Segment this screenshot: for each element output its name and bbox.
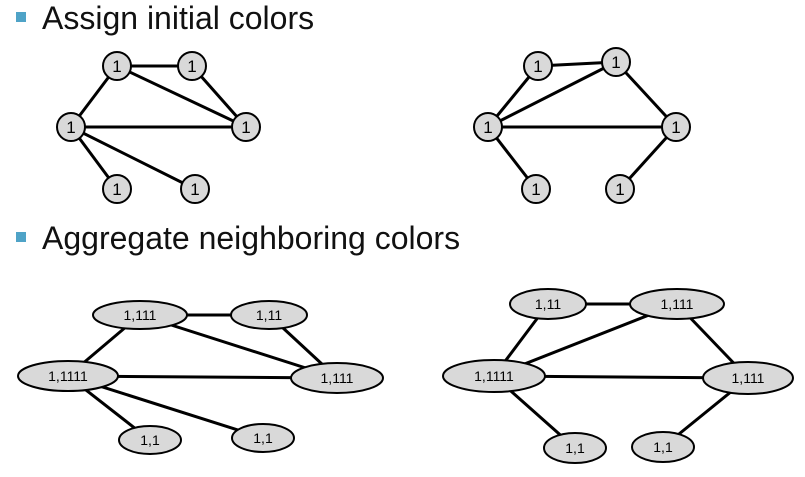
node-label: 1	[483, 118, 492, 137]
node-label: 1,111	[321, 370, 354, 386]
graph-node: 1,1	[631, 431, 695, 463]
bullet-aggregate	[16, 232, 26, 242]
graph-node: 1,11	[509, 288, 587, 320]
nodes-initial-left: 1 1 1 1 1 1	[56, 51, 261, 204]
heading-aggregate-neighboring-colors: Aggregate neighboring colors	[42, 220, 461, 256]
graph-node: 1,111	[290, 362, 384, 394]
heading-assign-initial-colors: Assign initial colors	[42, 0, 315, 36]
nodes-initial-right: 1 1 1 1 1 1	[473, 47, 691, 204]
graph-node: 1	[523, 51, 553, 81]
edge	[487, 60, 617, 129]
graph-node: 1	[231, 112, 261, 142]
node-label: 1,11	[535, 296, 561, 312]
node-label: 1	[611, 53, 620, 72]
nodes-aggregate-left: 1,111 1,11 1,1111 1,111 1,1 1,1	[17, 300, 384, 455]
node-label: 1	[533, 57, 542, 76]
node-label: 1,1	[565, 440, 585, 456]
node-label: 1,111	[732, 370, 765, 386]
node-label: 1	[112, 57, 121, 76]
graph-node: 1,11	[230, 300, 308, 330]
node-label: 1,1111	[48, 368, 88, 384]
graph-node: 1	[661, 112, 691, 142]
edge	[116, 64, 247, 129]
graph-node: 1	[473, 112, 503, 142]
node-label: 1,111	[124, 307, 157, 323]
graph-initial-right	[486, 60, 678, 191]
graph-node: 1	[177, 51, 207, 81]
graph-node: 1,1111	[17, 360, 119, 392]
node-label: 1,1	[653, 439, 673, 455]
graph-initial-left	[69, 64, 248, 191]
node-label: 1	[615, 180, 624, 199]
node-label: 1,111	[661, 296, 694, 312]
graph-node: 1	[102, 51, 132, 81]
node-label: 1	[241, 118, 250, 137]
graph-node: 1,1	[118, 425, 182, 455]
graph-node: 1,111	[629, 288, 725, 320]
bullet-assign	[16, 12, 26, 22]
graph-node: 1	[102, 174, 132, 204]
nodes-aggregate-right: 1,11 1,111 1,1111 1,111 1,1 1,1	[442, 288, 794, 464]
node-label: 1,1	[253, 430, 273, 446]
graph-node: 1,1	[543, 432, 607, 464]
graph-node: 1,1111	[442, 359, 546, 393]
node-label: 1,1	[140, 432, 160, 448]
node-label: 1	[671, 118, 680, 137]
node-label: 1	[112, 180, 121, 199]
node-label: 1,11	[256, 307, 282, 323]
node-label: 1	[531, 180, 540, 199]
node-label: 1	[187, 57, 196, 76]
node-label: 1	[190, 180, 199, 199]
graph-node: 1,111	[92, 300, 188, 330]
graph-node: 1	[521, 174, 551, 204]
graph-node: 1	[180, 174, 210, 204]
node-label: 1,1111	[474, 368, 514, 384]
node-label: 1	[66, 118, 75, 137]
graph-node: 1	[601, 47, 631, 77]
graph-node: 1,1	[231, 423, 295, 453]
graph-node: 1	[605, 174, 635, 204]
graph-node: 1	[56, 112, 86, 142]
graph-node: 1,111	[702, 361, 794, 395]
edge	[70, 125, 196, 191]
